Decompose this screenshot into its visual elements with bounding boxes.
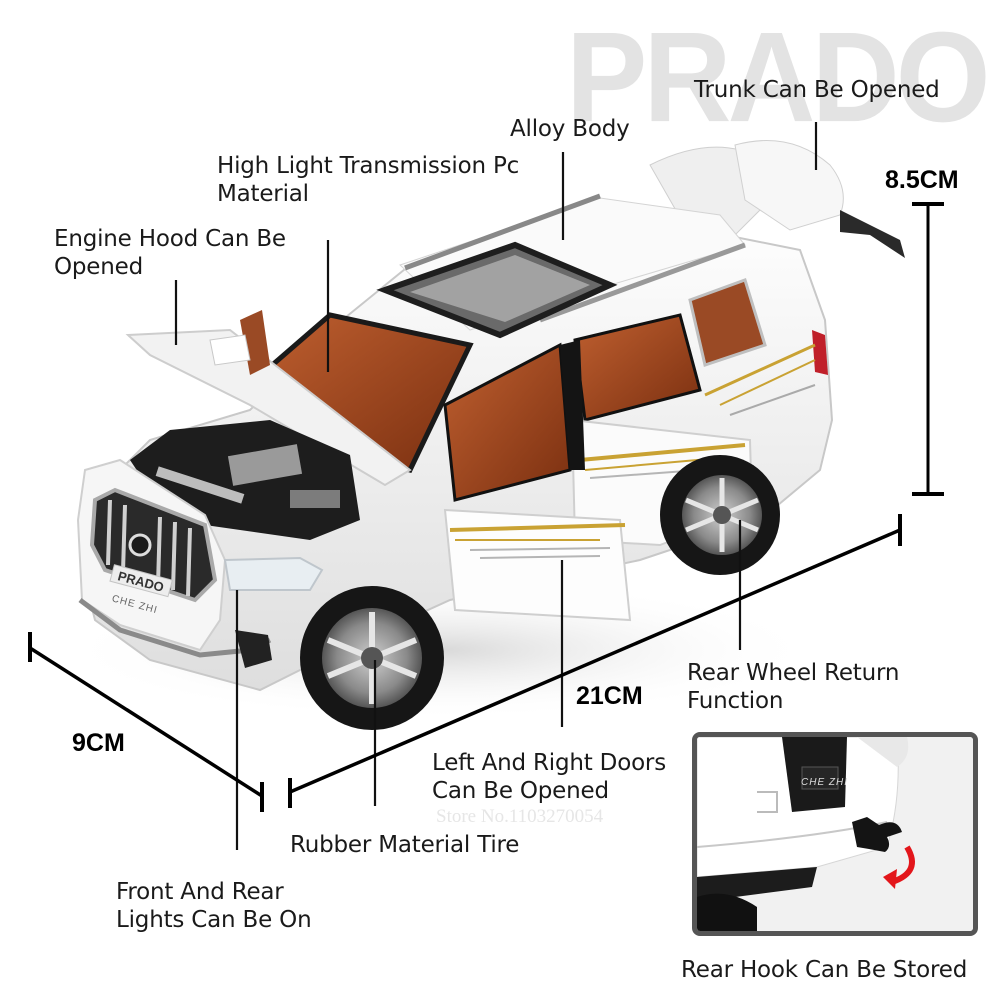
- label-rear-wheel: Rear Wheel Return Function: [687, 659, 899, 715]
- brand-emblem: [128, 533, 152, 557]
- rear-plate-text: CHE ZHI: [801, 777, 848, 788]
- front-wheel: [300, 586, 444, 730]
- label-trunk: Trunk Can Be Opened: [694, 77, 940, 103]
- dimension-length: 21CM: [576, 682, 643, 710]
- label-engine-hood: Engine Hood Can Be Opened: [54, 225, 286, 281]
- label-pc-material-line2: Material: [217, 181, 309, 207]
- rear-hook-illustration: [697, 737, 973, 931]
- dimension-width: 9CM: [72, 729, 125, 757]
- label-tire: Rubber Material Tire: [290, 832, 520, 858]
- label-pc-material-line1: High Light Transmission Pc: [217, 153, 520, 179]
- brand-watermark: PRADO: [566, 5, 991, 149]
- label-lights-line1: Front And Rear: [116, 879, 284, 905]
- label-rear-wheel-line1: Rear Wheel Return: [687, 660, 900, 686]
- label-engine-hood-line2: Opened: [54, 254, 143, 280]
- rear-quarter-window: [688, 278, 767, 367]
- open-front-door: [443, 508, 632, 622]
- label-doors: Left And Right Doors Can Be Opened: [432, 749, 666, 805]
- dimension-lines: [28, 202, 944, 812]
- headlight: [223, 556, 324, 591]
- callout-lines: [174, 122, 818, 850]
- label-engine-hood-line1: Engine Hood Can Be: [54, 226, 286, 252]
- dimension-height: 8.5CM: [885, 166, 959, 194]
- rear-wheel: [660, 455, 780, 575]
- label-lights-line2: Lights Can Be On: [116, 907, 312, 933]
- store-watermark: Store No.1103270054: [436, 806, 604, 827]
- rear-hook-inset: CHE ZHI: [692, 732, 978, 936]
- label-pc-material: High Light Transmission Pc Material: [217, 152, 519, 208]
- label-rear-wheel-line2: Function: [687, 688, 784, 714]
- label-rear-hook: Rear Hook Can Be Stored: [681, 957, 968, 983]
- label-lights: Front And Rear Lights Can Be On: [116, 878, 312, 934]
- open-hood: [125, 328, 412, 487]
- label-alloy-body: Alloy Body: [510, 116, 630, 142]
- label-doors-line2: Can Be Opened: [432, 778, 609, 804]
- label-doors-line1: Left And Right Doors: [432, 750, 666, 776]
